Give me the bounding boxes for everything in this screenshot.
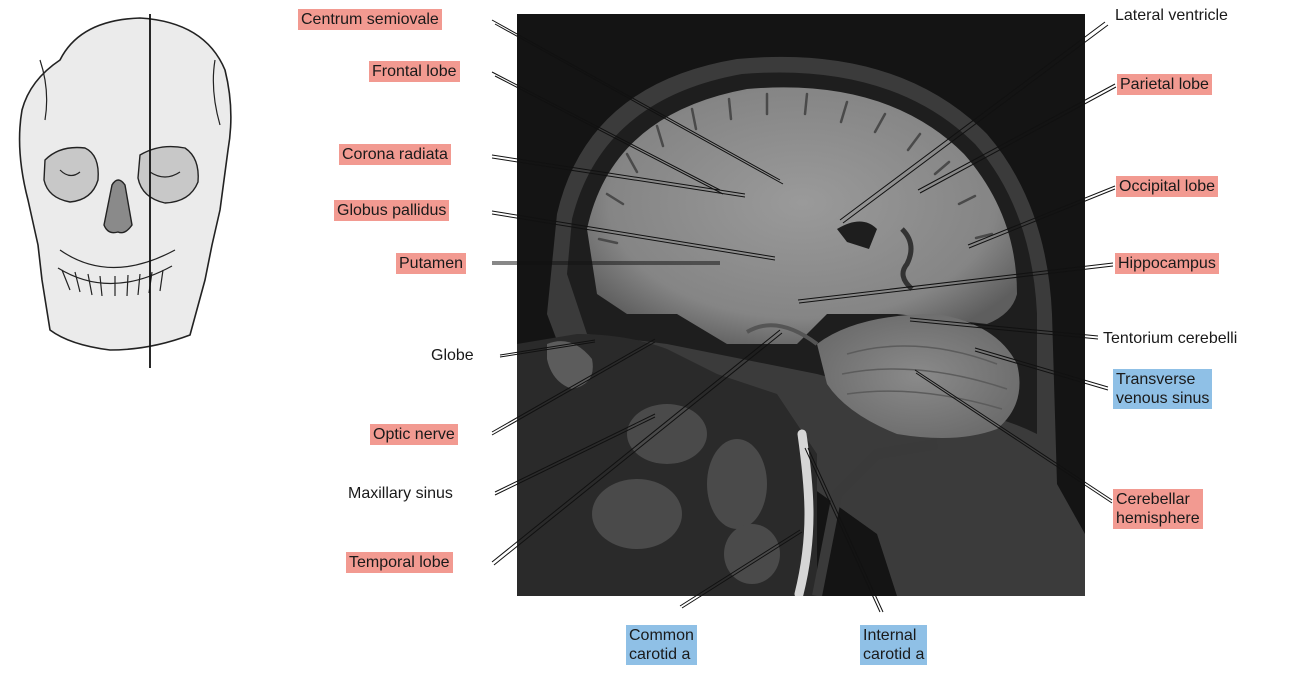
label-globe: Globe	[428, 345, 477, 366]
label-corona-radiata: Corona radiata	[339, 144, 451, 165]
label-lateral-ventricle: Lateral ventricle	[1112, 5, 1231, 26]
label-temporal-lobe: Temporal lobe	[346, 552, 453, 573]
label-maxillary-sinus: Maxillary sinus	[345, 483, 456, 504]
skull-orientation-illustration	[0, 0, 260, 380]
label-globus-pallidus: Globus pallidus	[334, 200, 449, 221]
label-centrum-semiovale: Centrum semiovale	[298, 9, 442, 30]
label-frontal-lobe: Frontal lobe	[369, 61, 460, 82]
label-occipital-lobe: Occipital lobe	[1116, 176, 1218, 197]
mri-sagittal-image	[517, 14, 1085, 596]
label-common-carotid: Common carotid a	[626, 625, 697, 665]
label-cerebellar-hemisphere: Cerebellar hemisphere	[1113, 489, 1203, 529]
label-putamen: Putamen	[396, 253, 466, 274]
label-optic-nerve: Optic nerve	[370, 424, 458, 445]
label-transverse-venous-sinus: Transverse venous sinus	[1113, 369, 1212, 409]
label-hippocampus: Hippocampus	[1115, 253, 1219, 274]
label-parietal-lobe: Parietal lobe	[1117, 74, 1212, 95]
label-tentorium-cerebelli: Tentorium cerebelli	[1100, 328, 1240, 349]
label-internal-carotid: Internal carotid a	[860, 625, 927, 665]
